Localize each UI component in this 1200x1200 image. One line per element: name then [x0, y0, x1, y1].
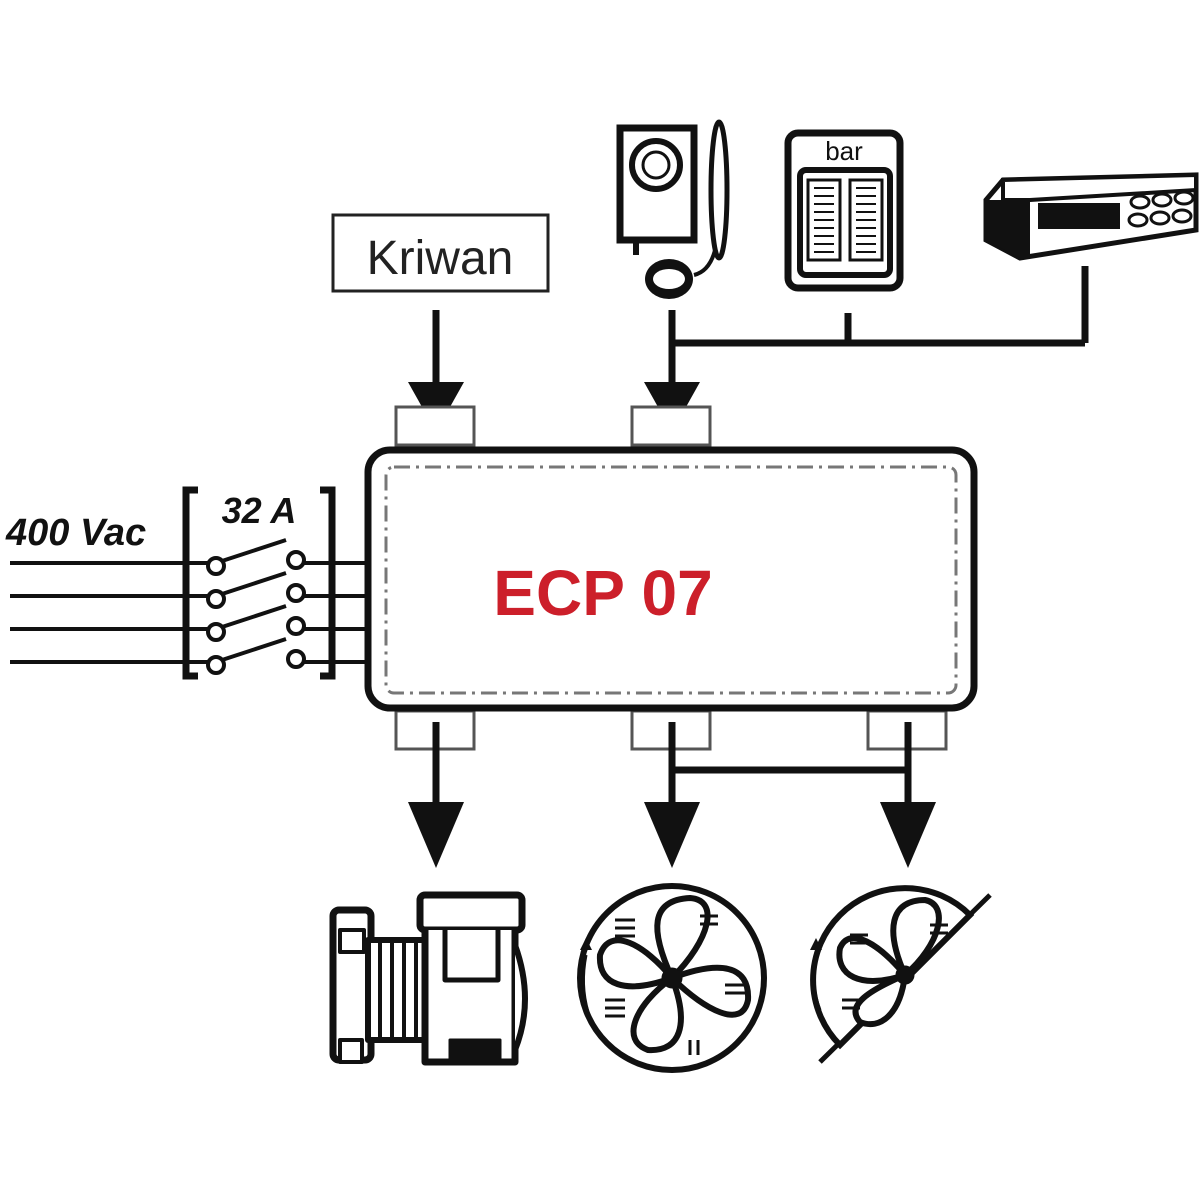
pressure-gauge-icon: bar [784, 129, 904, 292]
controller-display-icon [983, 172, 1199, 261]
thermostat-icon [616, 119, 730, 299]
output-bus [432, 722, 912, 805]
compressor-icon [329, 891, 528, 1066]
fan-arrow [644, 802, 700, 868]
fan-icon [577, 883, 767, 1073]
ecp-controller-box: ECP 07 [364, 446, 978, 712]
wall-fan-arrow [880, 802, 936, 868]
breaker-label: 32 A [222, 490, 297, 531]
compressor-arrow [408, 802, 464, 868]
breaker-32a: 32 A [182, 486, 336, 680]
kriwan-box: Kriwan [331, 213, 550, 293]
wall-fan-icon [810, 885, 992, 1064]
gauge-label: bar [825, 136, 863, 166]
controller-label: ECP 07 [493, 557, 712, 629]
kriwan-label: Kriwan [367, 232, 514, 285]
sensor-bus [668, 266, 1089, 385]
supply-label: 400 Vac [5, 512, 146, 554]
